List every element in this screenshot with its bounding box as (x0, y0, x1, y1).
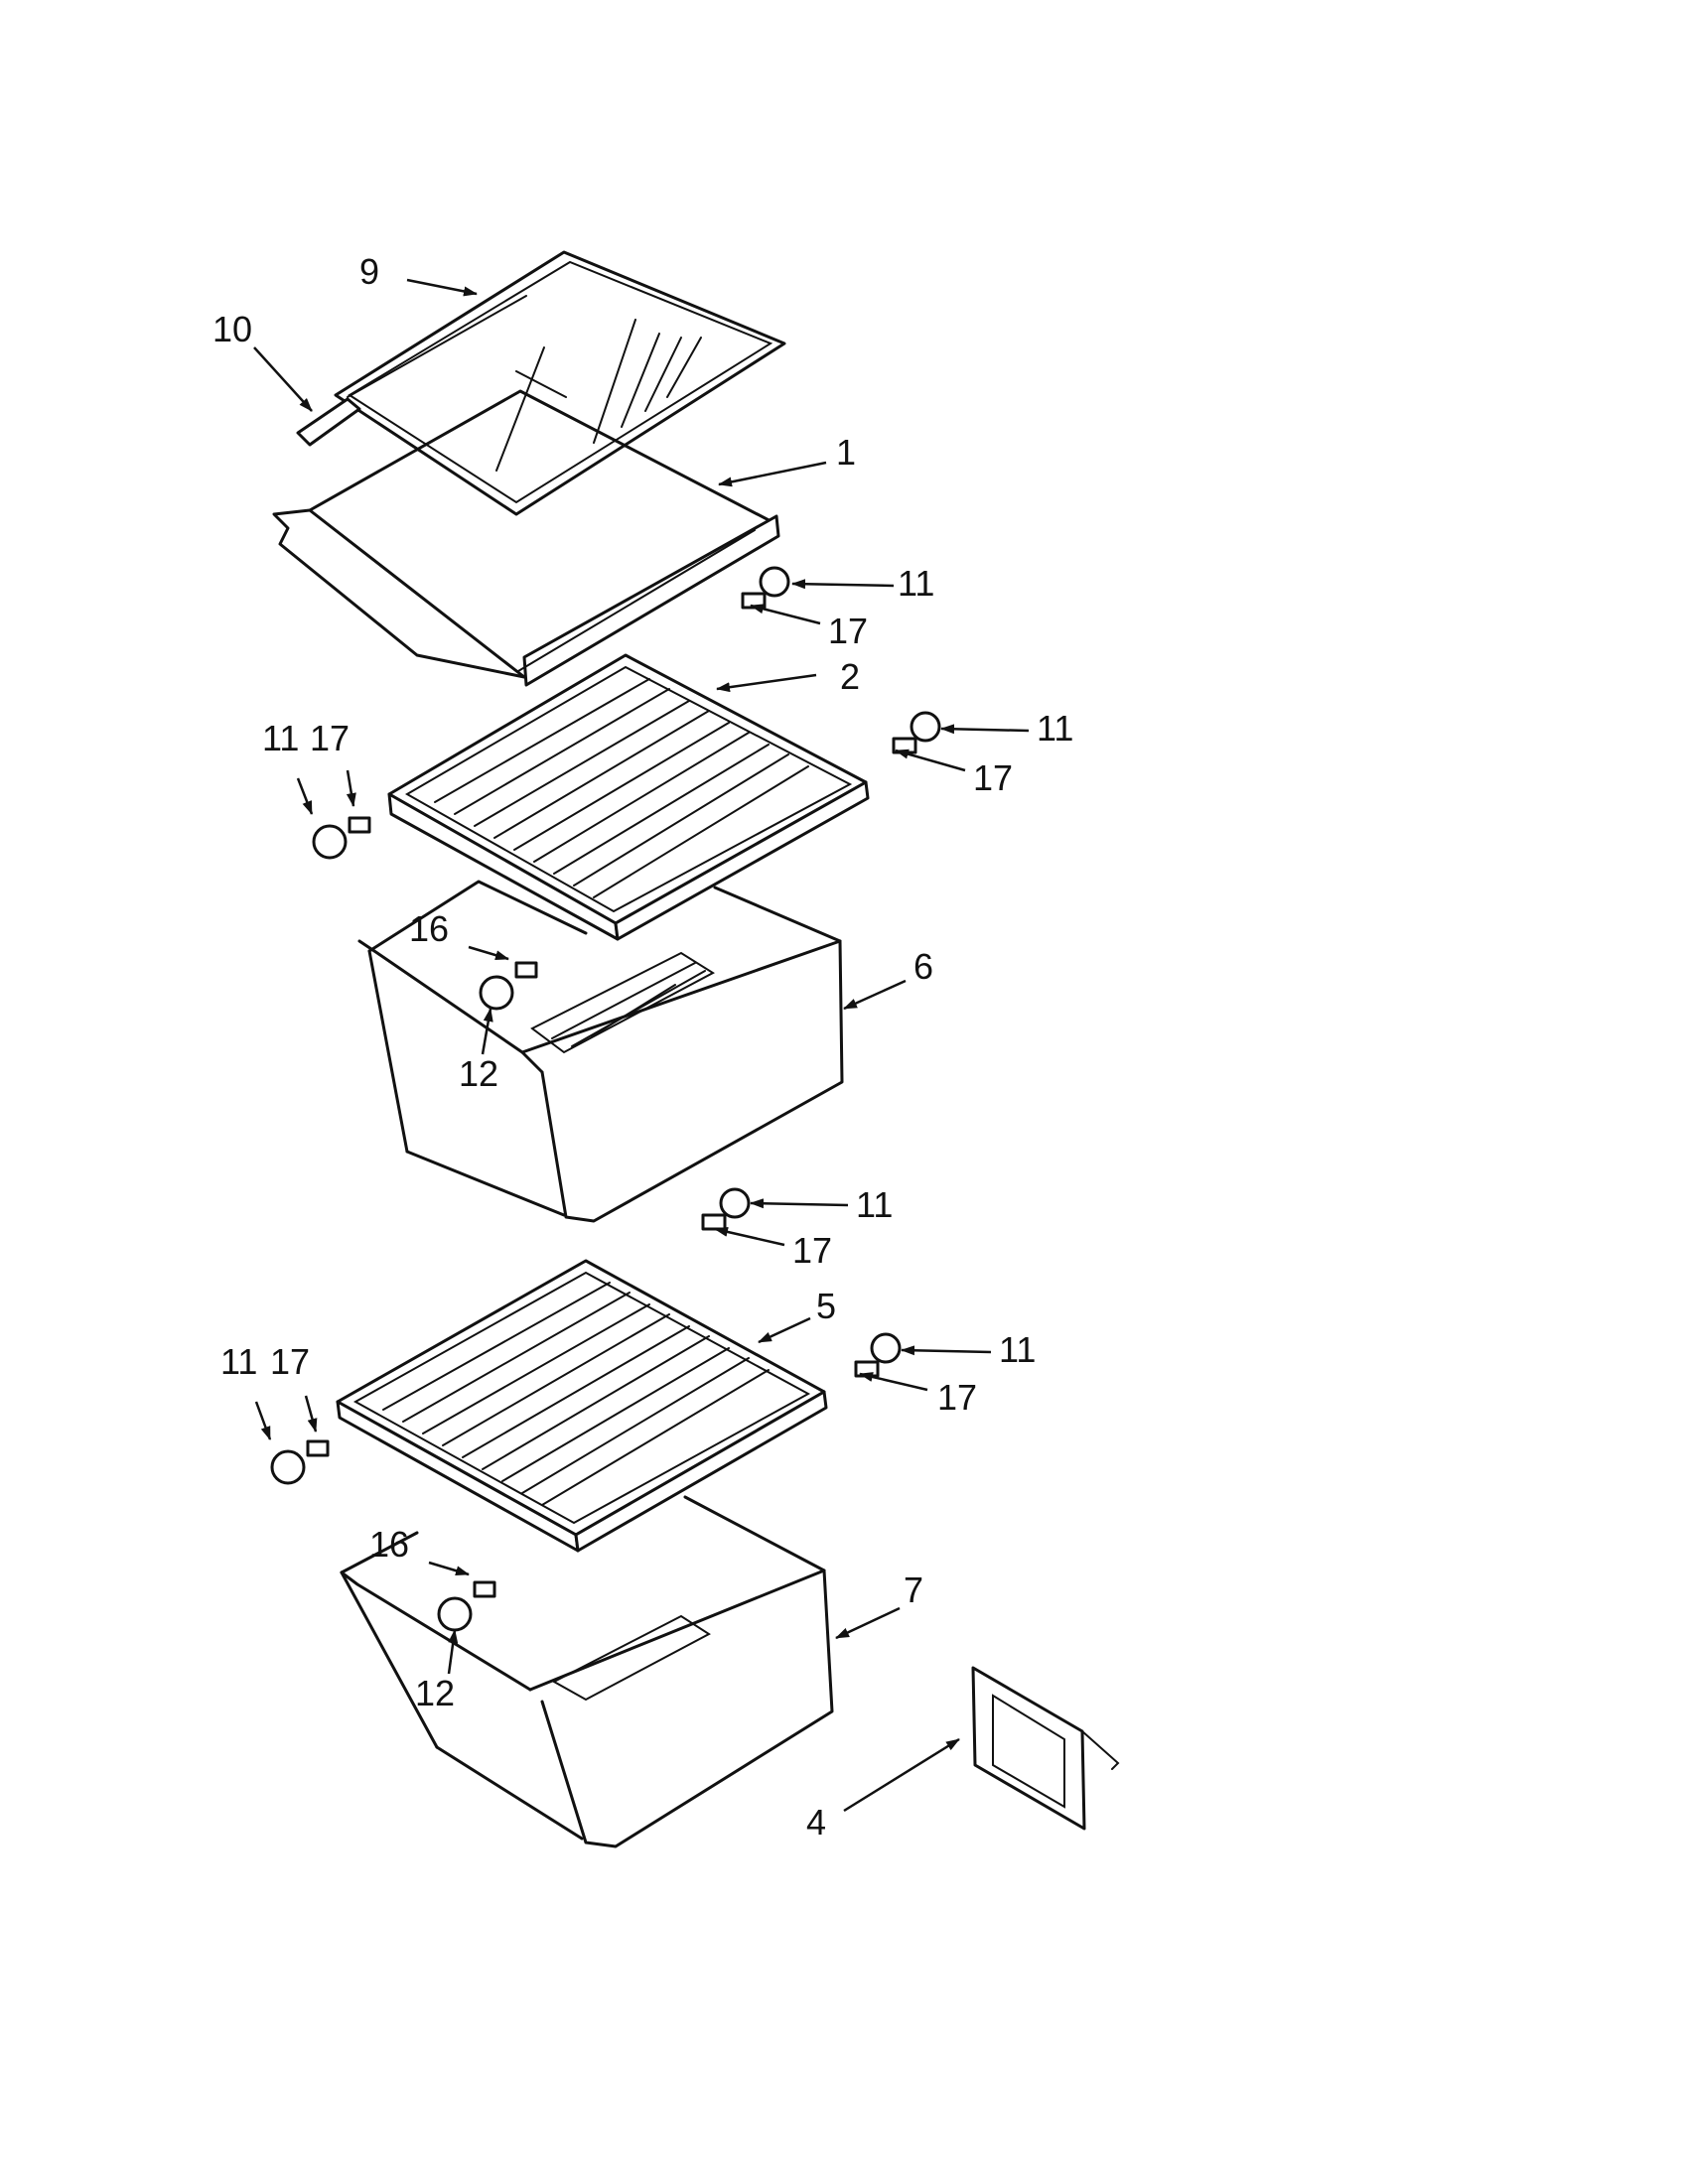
callout-4: 4 (806, 1802, 826, 1843)
roller-glides (270, 566, 941, 1632)
leader-lines (253, 278, 1030, 1813)
callout-1: 1 (836, 432, 856, 473)
callout-12: 12 (459, 1053, 498, 1094)
callout-11: 11 (262, 718, 299, 758)
callout-11: 11 (220, 1341, 257, 1382)
callout-7: 7 (904, 1570, 923, 1610)
callout-17: 17 (973, 757, 1013, 798)
callout-6: 6 (913, 946, 933, 987)
callout-9: 9 (359, 251, 379, 292)
callout-16: 16 (369, 1524, 409, 1565)
crisper-cover-part-5 (336, 1259, 828, 1553)
callout-17: 17 (937, 1377, 977, 1418)
callout-11: 11 (898, 563, 934, 604)
callout-11: 11 (856, 1184, 893, 1225)
callout-17: 17 (828, 611, 868, 651)
callout-10: 10 (212, 309, 252, 349)
crisper-drawer-part-7 (340, 1495, 834, 1848)
callout-5: 5 (816, 1286, 836, 1326)
callout-16: 16 (409, 908, 449, 949)
callout-11: 11 (999, 1329, 1036, 1370)
callout-17: 17 (792, 1230, 832, 1271)
callout-11: 11 (1037, 708, 1073, 749)
glass-shelf-part-9 (334, 250, 786, 516)
callout-2: 2 (840, 656, 860, 697)
callout-17: 17 (270, 1341, 310, 1382)
shelf-trim-part-10 (296, 397, 361, 447)
shelf-frame-part-1 (272, 389, 780, 687)
callout-labels: 9 10 1 11 17 2 11 17 11 17 16 6 12 11 17… (212, 251, 1073, 1843)
callout-12: 12 (415, 1673, 455, 1713)
crisper-cover-part-2 (387, 653, 870, 941)
crisper-drawer-part-6 (357, 880, 844, 1223)
label-holder-part-4 (971, 1666, 1120, 1831)
callout-17: 17 (310, 718, 350, 758)
